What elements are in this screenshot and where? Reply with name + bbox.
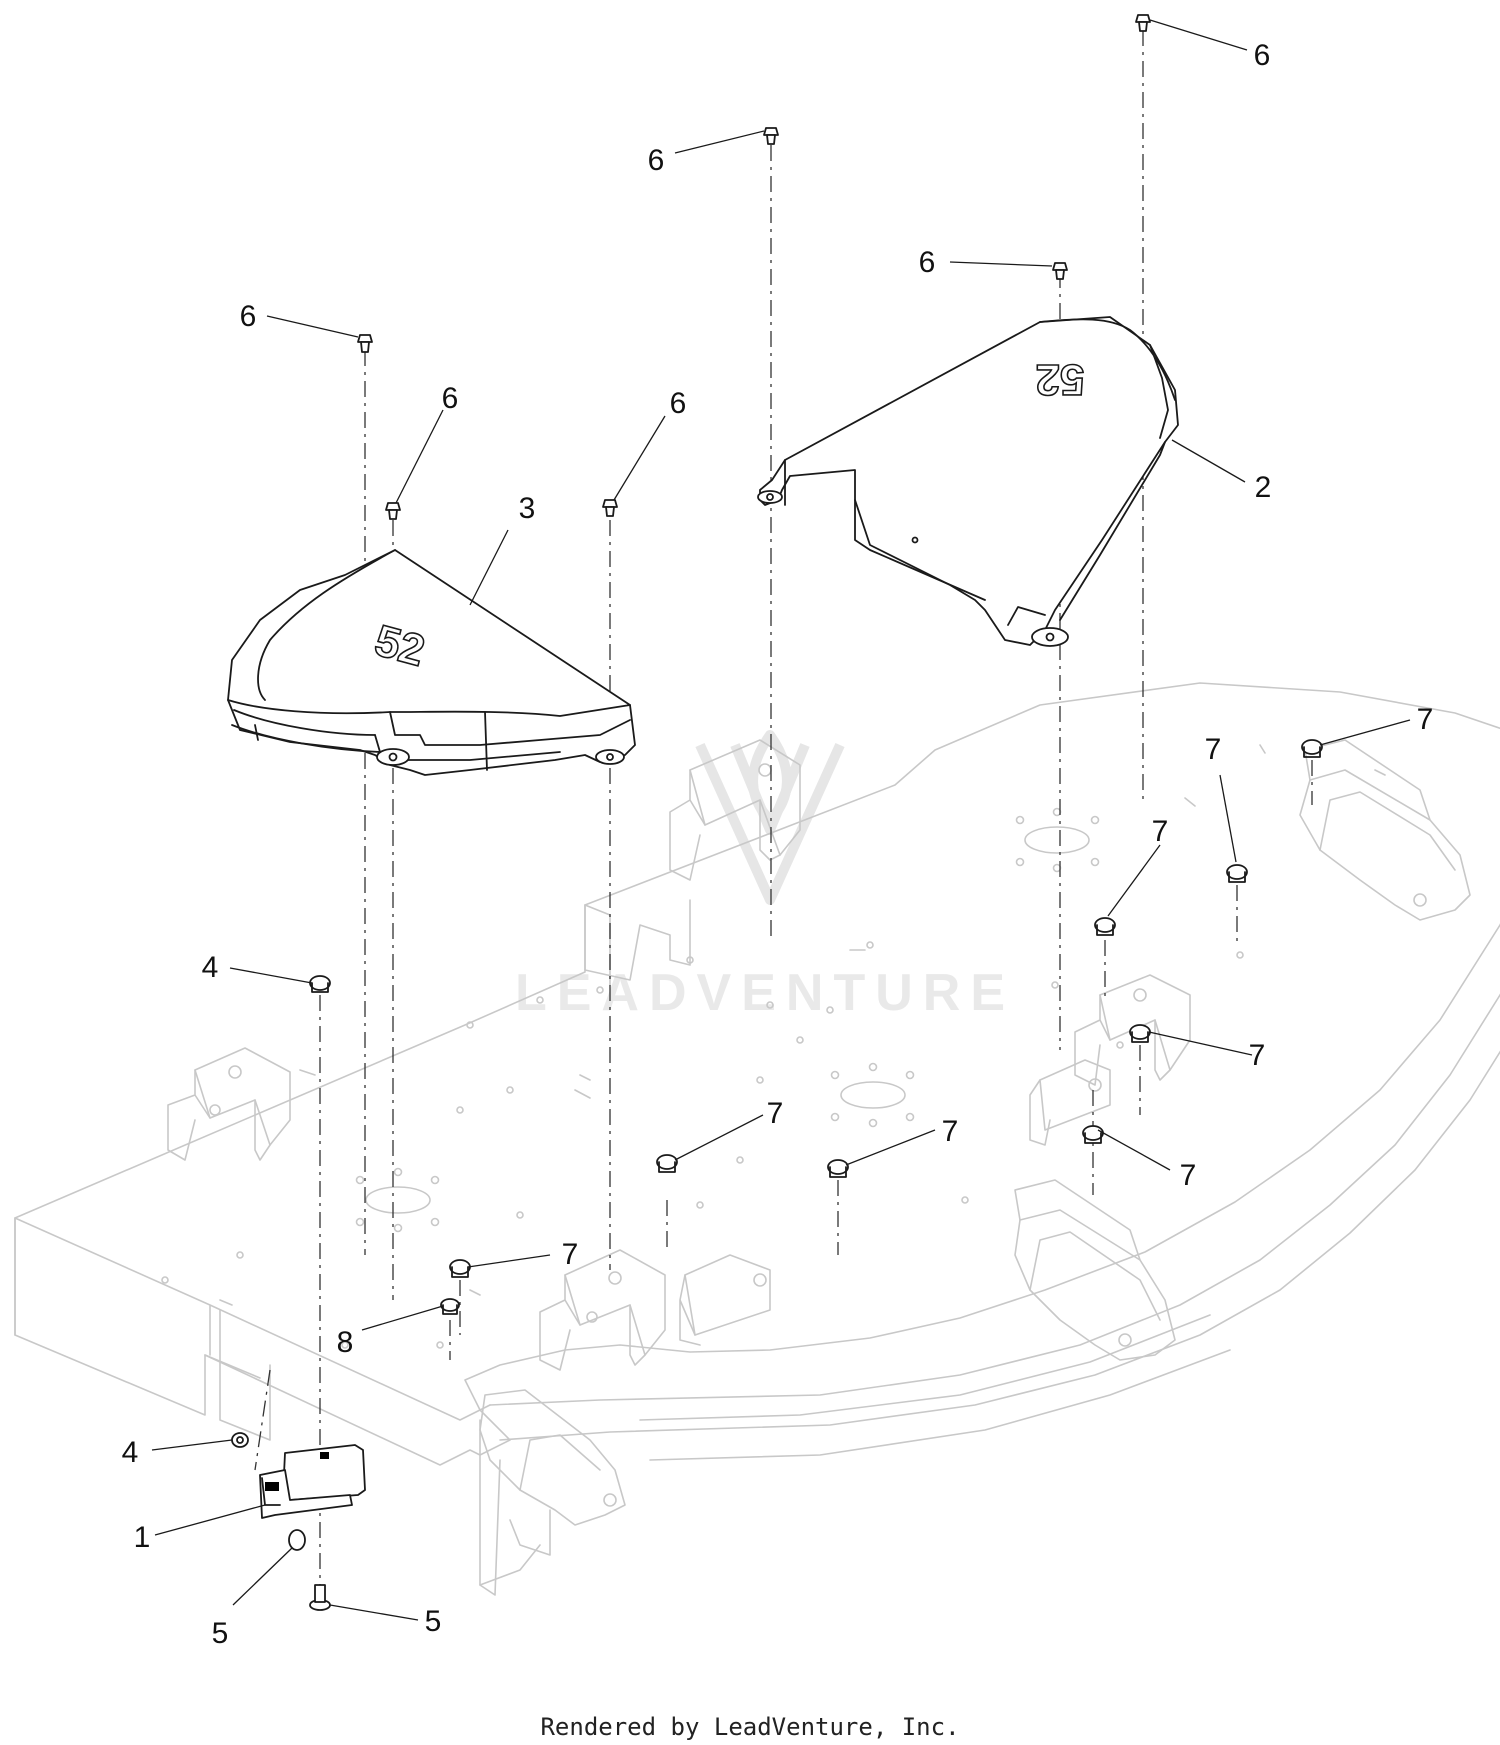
callout-7b: 7	[1205, 733, 1222, 766]
callout-6d: 6	[648, 144, 665, 177]
rear-hitch	[479, 1389, 626, 1526]
clip-nut-7a	[1301, 739, 1323, 758]
bolt-6f	[1135, 14, 1151, 32]
deck-bracket-center	[539, 1249, 666, 1371]
left-hitch	[1014, 1209, 1176, 1361]
callout-7e: 7	[1180, 1159, 1197, 1192]
callout-2: 2	[1255, 471, 1272, 504]
bolt-6d	[763, 127, 779, 145]
clip-nut-4b	[231, 1432, 249, 1448]
callout-5b: 5	[425, 1605, 442, 1638]
clip-nut-4a	[309, 975, 331, 993]
bolt-6c	[602, 499, 618, 517]
bolt-6a	[357, 334, 373, 353]
deck-side-rail	[489, 993, 1500, 1406]
clip-nut-7g	[827, 1159, 849, 1178]
callout-7d: 7	[1249, 1039, 1266, 1072]
leader-lines	[151, 19, 1411, 1621]
alignment-lines	[254, 30, 1313, 1595]
clip-nut-8	[440, 1298, 460, 1315]
clip-nut-7c	[1094, 917, 1116, 936]
right-hitch	[1299, 769, 1471, 921]
callout-7h: 7	[562, 1238, 579, 1271]
deck-bracket-rear	[679, 1254, 771, 1346]
deck-size-marking-right: 52	[1036, 355, 1085, 404]
deck-front-inner	[219, 1309, 271, 1441]
clip-nut-7h	[449, 1259, 471, 1278]
watermark-text: LEADVENTURE	[515, 964, 1015, 1022]
callout-1: 1	[134, 1521, 151, 1554]
bolt-6e	[1052, 262, 1068, 280]
belt-cover-right: 52	[757, 316, 1179, 647]
deck-bracket-right-low	[1029, 1059, 1111, 1146]
pin-5a	[288, 1529, 306, 1551]
callout-6b: 6	[442, 382, 459, 415]
callout-5a: 5	[212, 1617, 229, 1650]
clip-nut-7b	[1226, 864, 1248, 883]
callout-labels: 1 2 3 4 4 5 5 6 6 6 6 6 6 7 7 7 7 7 7 7 …	[122, 39, 1434, 1650]
deck-bracket-left	[167, 1047, 291, 1161]
callout-6e: 6	[919, 246, 936, 279]
belt-cover-left: 52	[227, 549, 636, 776]
spindle-hole-left	[355, 1167, 440, 1233]
deck-bracket-front	[669, 739, 801, 881]
deck-front-skirt	[14, 1217, 491, 1421]
leadventure-watermark: LEADVENTURE	[515, 730, 1015, 1022]
spindle-hole-right	[1015, 807, 1100, 873]
leadventure-logo-icon	[695, 730, 845, 905]
clip-nut-7f	[656, 1154, 678, 1173]
callout-6a: 6	[240, 300, 257, 333]
callout-3: 3	[519, 492, 536, 525]
clip-nut-7e	[1082, 1125, 1104, 1144]
callout-6f: 6	[1254, 39, 1271, 72]
deck-center-channel	[584, 899, 691, 981]
callout-7c: 7	[1152, 815, 1169, 848]
rear-bumper	[639, 1314, 1211, 1421]
callout-4a: 4	[202, 951, 219, 984]
mower-deck	[14, 682, 1500, 1596]
callout-7g: 7	[942, 1115, 959, 1148]
callout-8: 8	[337, 1326, 354, 1359]
bracket-part-1	[259, 1444, 366, 1519]
callout-7f: 7	[767, 1097, 784, 1130]
bolt-6b	[385, 502, 401, 520]
clip-nut-7d	[1129, 1024, 1151, 1043]
spindle-hole-center	[830, 1062, 915, 1128]
callout-7a: 7	[1417, 703, 1434, 736]
deck-bracket-right	[1074, 974, 1191, 1086]
footer-credit: Rendered by LeadVenture, Inc.	[540, 1713, 959, 1741]
callout-4b: 4	[122, 1436, 139, 1469]
screw-5b	[309, 1584, 331, 1611]
callout-6c: 6	[670, 387, 687, 420]
deck-top-plate	[14, 682, 1500, 1466]
